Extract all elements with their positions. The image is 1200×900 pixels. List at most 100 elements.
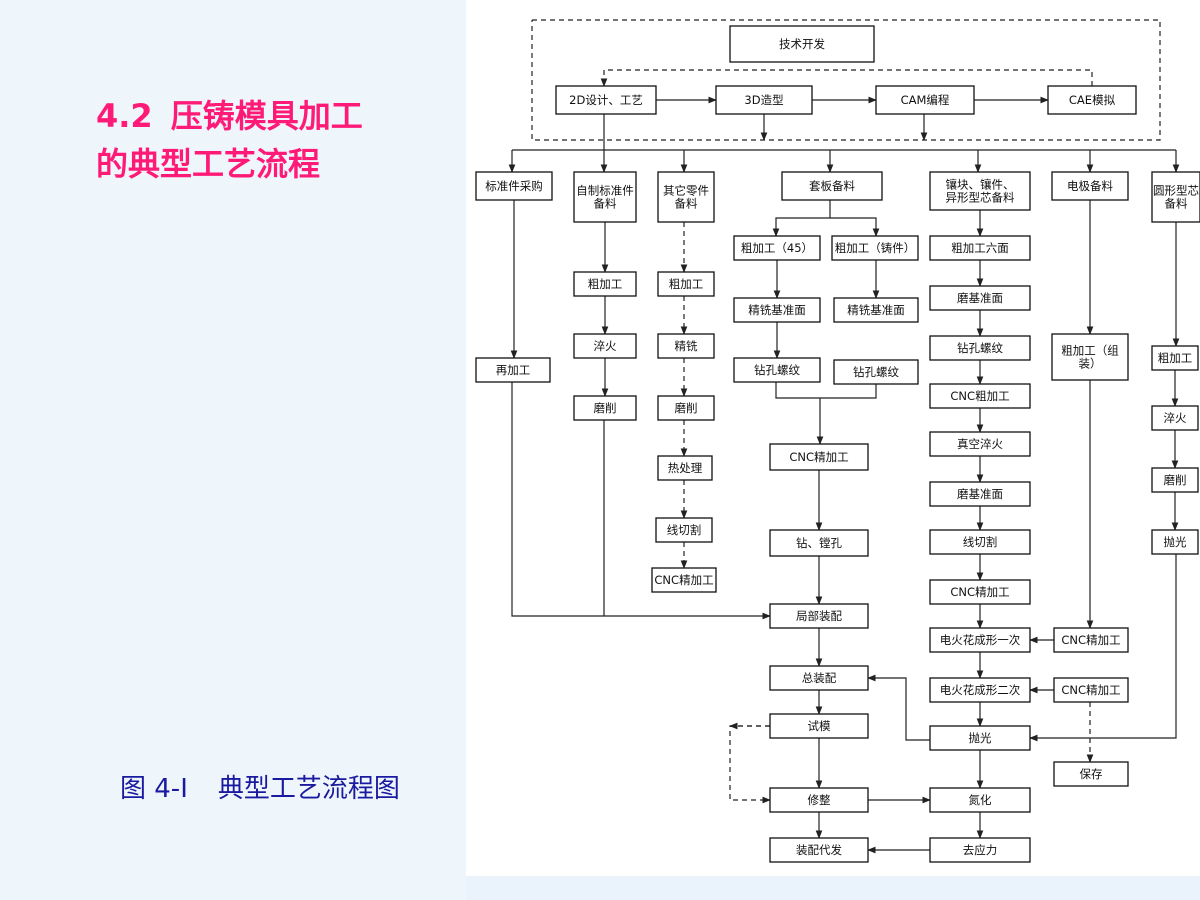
node-label: 装） — [1079, 357, 1102, 371]
node-in-rough6: 粗加工六面 — [929, 235, 1031, 261]
node-mb-mill2: 精铣基准面 — [833, 297, 919, 323]
node-box — [1053, 627, 1129, 653]
node-mold-base: 套板备料 — [781, 171, 883, 201]
node-box — [1151, 467, 1199, 493]
node-label: 粗加工（铸件） — [835, 241, 916, 255]
node-label: 钻孔螺纹 — [754, 363, 800, 377]
node-label: 备料 — [1165, 197, 1188, 211]
node-label: 局部装配 — [796, 609, 842, 623]
node-box — [733, 235, 821, 261]
node-label: 3D造型 — [744, 93, 783, 107]
node-box — [769, 787, 869, 813]
node-box — [1151, 405, 1199, 431]
node-label: 氮化 — [969, 793, 992, 807]
node-label: 钻孔螺纹 — [853, 365, 899, 379]
node-box — [733, 357, 821, 383]
node-in-cnc: CNC精加工 — [929, 579, 1031, 605]
node-in-stress: 去应力 — [929, 837, 1031, 863]
node-model-3d: 3D造型 — [715, 85, 813, 115]
node-std-purchase: 标准件采购 — [475, 171, 553, 201]
node-label: 电极备料 — [1067, 179, 1113, 193]
trial-repair-loop — [729, 725, 771, 804]
node-box — [1051, 333, 1129, 381]
node-box — [555, 85, 657, 115]
feedback-cae-2d — [600, 69, 1093, 87]
node-label: 热处理 — [668, 461, 703, 475]
node-label: 装配代发 — [796, 843, 842, 857]
node-mb-bore: 钻、镗孔 — [769, 529, 869, 557]
node-label: 磨削 — [1164, 473, 1187, 487]
node-box — [475, 171, 553, 201]
section-number: 4.2 — [96, 97, 153, 135]
node-design-2d: 2D设计、工艺 — [555, 85, 657, 115]
node-label: 线切割 — [963, 535, 998, 549]
dev-frame — [531, 19, 1161, 141]
node-label: CNC精加工 — [654, 573, 713, 587]
node-label: CNC精加工 — [1061, 633, 1120, 647]
node-label: 钻孔螺纹 — [957, 341, 1003, 355]
node-label: 修整 — [808, 793, 831, 807]
node-in-grind2: 磨基准面 — [929, 481, 1031, 507]
node-insert: 镶块、镶件、异形型芯备料 — [929, 171, 1031, 211]
node-el-cnc1: CNC精加工 — [1053, 627, 1129, 653]
node-box — [875, 85, 975, 115]
node-label: 钻、镗孔 — [796, 536, 842, 550]
node-box — [833, 297, 919, 323]
node-box — [475, 357, 551, 383]
mb-to-cnc — [775, 382, 824, 445]
node-cam: CAM编程 — [875, 85, 975, 115]
node-label: 电火花成形一次 — [940, 633, 1021, 647]
node-label: 异形型芯备料 — [946, 191, 1015, 205]
node-sc-quench: 淬火 — [1151, 405, 1199, 431]
node-box — [929, 481, 1031, 507]
node-box — [729, 25, 875, 63]
node-cae: CAE模拟 — [1047, 85, 1137, 115]
node-sc-rough: 粗加工 — [1151, 345, 1199, 371]
node-sc-polish: 抛光 — [1151, 529, 1199, 555]
node-box — [1053, 677, 1129, 703]
node-box — [657, 395, 715, 421]
node-label: 淬火 — [594, 339, 617, 353]
node-box — [769, 665, 869, 691]
node-in-edm2: 电火花成形二次 — [929, 677, 1031, 703]
node-label: CNC精加工 — [789, 450, 848, 464]
node-label: 自制标准件 — [576, 184, 634, 198]
node-box — [833, 359, 919, 385]
node-box — [769, 443, 869, 471]
node-oth-rough: 粗加工 — [657, 271, 715, 297]
node-box — [929, 235, 1031, 261]
node-tech-dev: 技术开发 — [729, 25, 875, 63]
node-label: 抛光 — [1164, 535, 1187, 549]
node-label: CNC精加工 — [950, 585, 1009, 599]
node-box — [929, 579, 1031, 605]
node-box — [1051, 171, 1129, 201]
node-mb-cnc: CNC精加工 — [769, 443, 869, 471]
node-box — [929, 383, 1031, 409]
node-label: 磨削 — [675, 401, 698, 415]
node-box — [1151, 529, 1199, 555]
node-label: 磨基准面 — [957, 487, 1003, 501]
node-label: CNC粗加工 — [950, 389, 1009, 403]
node-box — [781, 171, 883, 201]
node-sc-grind: 磨削 — [1151, 467, 1199, 493]
node-label: 镶块、镶件、 — [946, 178, 1015, 192]
node-box — [1151, 345, 1199, 371]
node-mb-roughcast: 粗加工（铸件） — [831, 235, 919, 261]
node-box — [715, 85, 813, 115]
node-label: 技术开发 — [779, 37, 825, 51]
node-label: 其它零件 — [663, 184, 709, 198]
node-std-re: 再加工 — [475, 357, 551, 383]
node-box — [1053, 761, 1129, 787]
node-box — [769, 713, 869, 739]
node-box — [929, 529, 1031, 555]
caption-figure-number: 图 4-Ⅰ — [120, 774, 188, 804]
mb-split-l — [772, 200, 831, 237]
node-electrode: 电极备料 — [1051, 171, 1129, 201]
node-box — [573, 271, 637, 297]
node-box — [929, 725, 1031, 751]
